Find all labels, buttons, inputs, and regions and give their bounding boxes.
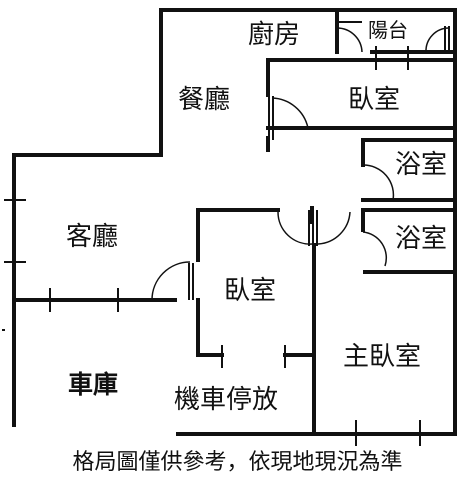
bath-2-wall xyxy=(361,208,457,274)
disclaimer-text: 格局圖僅供參考，依現地現況為準 xyxy=(72,450,403,475)
bath-1-wall xyxy=(361,138,457,202)
tick-mark xyxy=(375,46,409,70)
bedroom-mid-label: 臥室 xyxy=(224,276,277,306)
living-room-label: 客廳 xyxy=(66,222,119,252)
door-leaf xyxy=(308,210,318,246)
bath-1-label: 浴室 xyxy=(395,150,448,180)
garage-label: 車庫 xyxy=(68,370,119,399)
kitchen-label: 廚房 xyxy=(248,20,301,50)
door-leaf xyxy=(188,263,194,300)
door-leaf xyxy=(444,26,450,52)
bedroom-top-label: 臥室 xyxy=(348,85,401,115)
door-arc xyxy=(271,97,309,129)
moto-parking-label: 機車停放 xyxy=(174,385,279,415)
tick-mark xyxy=(355,420,421,446)
balcony-wall xyxy=(335,8,457,54)
bedroom-top-wall xyxy=(266,58,457,152)
door-arc xyxy=(336,27,363,53)
tick-mark xyxy=(221,345,286,368)
balcony-label: 陽台 xyxy=(368,18,408,42)
master-bedroom-label: 主臥室 xyxy=(343,342,422,372)
tick-mark xyxy=(4,199,26,263)
bedroom-mid-wall xyxy=(196,208,314,357)
bath-2-label: 浴室 xyxy=(395,224,448,254)
door-leaf xyxy=(268,96,274,140)
door-arc xyxy=(362,164,395,201)
door-arc xyxy=(277,211,313,245)
outer-wall xyxy=(12,8,457,432)
door-arc xyxy=(362,231,388,267)
dining-label: 餐廳 xyxy=(178,85,231,115)
tick-mark xyxy=(49,288,119,312)
door-arc xyxy=(317,211,351,245)
door-arc xyxy=(151,261,191,301)
